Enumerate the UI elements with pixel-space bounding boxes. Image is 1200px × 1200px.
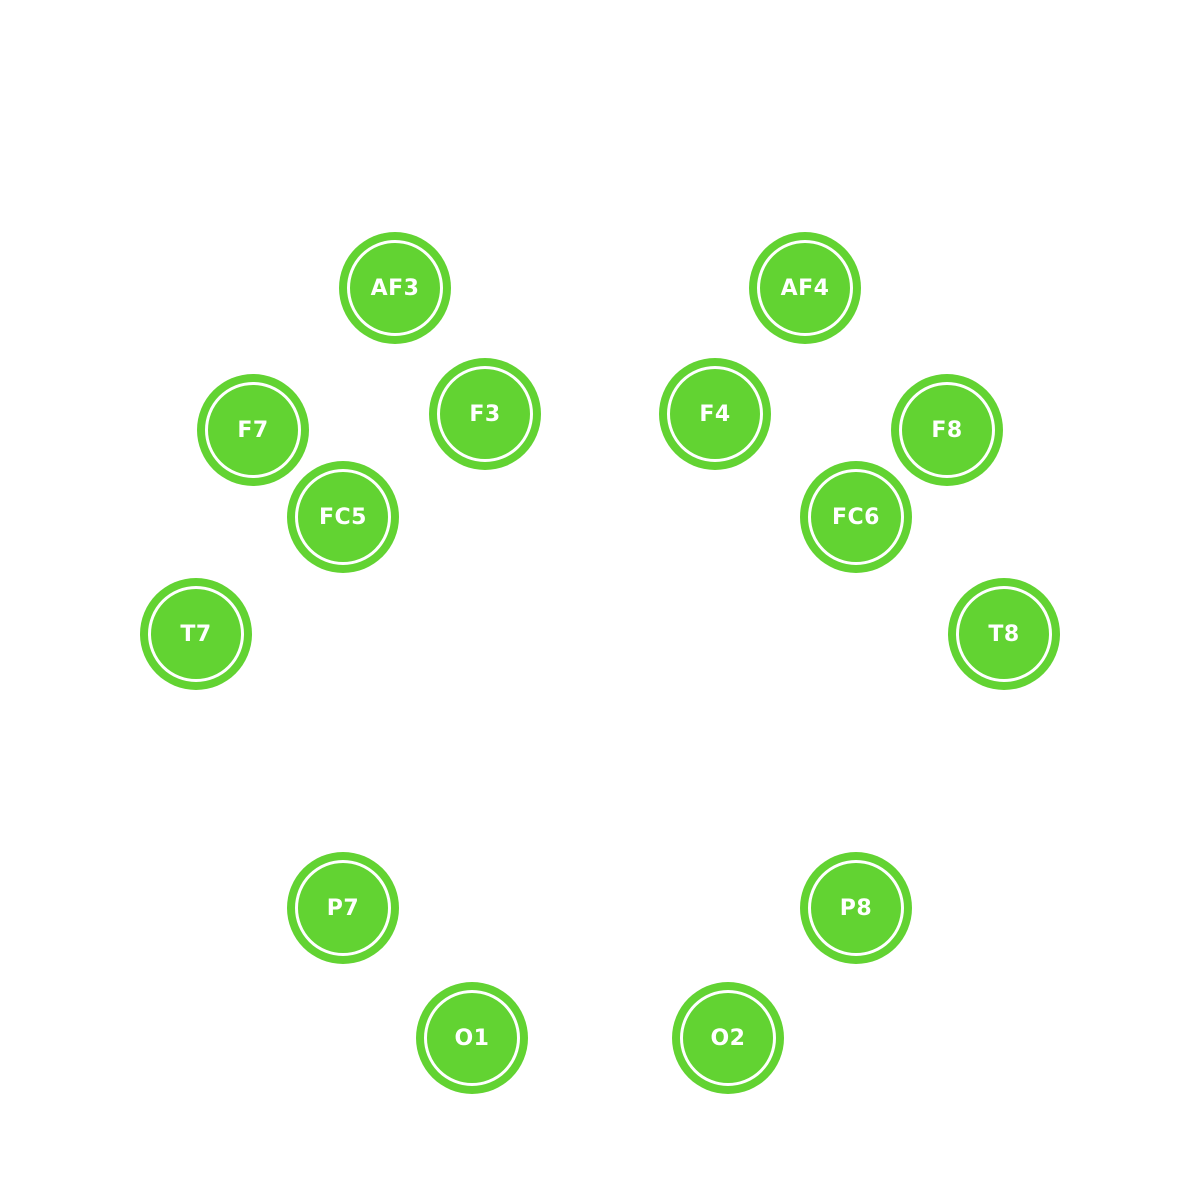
electrode-label: AF4 [780, 275, 830, 301]
electrode-label: P8 [839, 895, 873, 921]
electrode-af4[interactable]: AF4 [749, 232, 861, 344]
electrode-f4[interactable]: F4 [659, 358, 771, 470]
electrode-label: F8 [931, 417, 963, 443]
electrode-p7[interactable]: P7 [287, 852, 399, 964]
electrode-fc5[interactable]: FC5 [287, 461, 399, 573]
electrode-label: T8 [988, 621, 1020, 647]
electrode-label: F7 [237, 417, 269, 443]
electrode-label: FC6 [832, 504, 880, 530]
electrode-f8[interactable]: F8 [891, 374, 1003, 486]
electrode-t7[interactable]: T7 [140, 578, 252, 690]
electrode-label: F4 [699, 401, 731, 427]
electrode-o2[interactable]: O2 [672, 982, 784, 1094]
electrode-af3[interactable]: AF3 [339, 232, 451, 344]
electrode-label: T7 [180, 621, 212, 647]
electrode-label: O2 [710, 1025, 746, 1051]
electrode-t8[interactable]: T8 [948, 578, 1060, 690]
electrode-label: FC5 [319, 504, 367, 530]
electrode-f3[interactable]: F3 [429, 358, 541, 470]
electrode-o1[interactable]: O1 [416, 982, 528, 1094]
electrode-p8[interactable]: P8 [800, 852, 912, 964]
electrode-label: F3 [469, 401, 501, 427]
electrode-fc6[interactable]: FC6 [800, 461, 912, 573]
electrode-label: P7 [326, 895, 360, 921]
electrode-label: O1 [454, 1025, 490, 1051]
electrode-label: AF3 [370, 275, 420, 301]
electrode-f7[interactable]: F7 [197, 374, 309, 486]
